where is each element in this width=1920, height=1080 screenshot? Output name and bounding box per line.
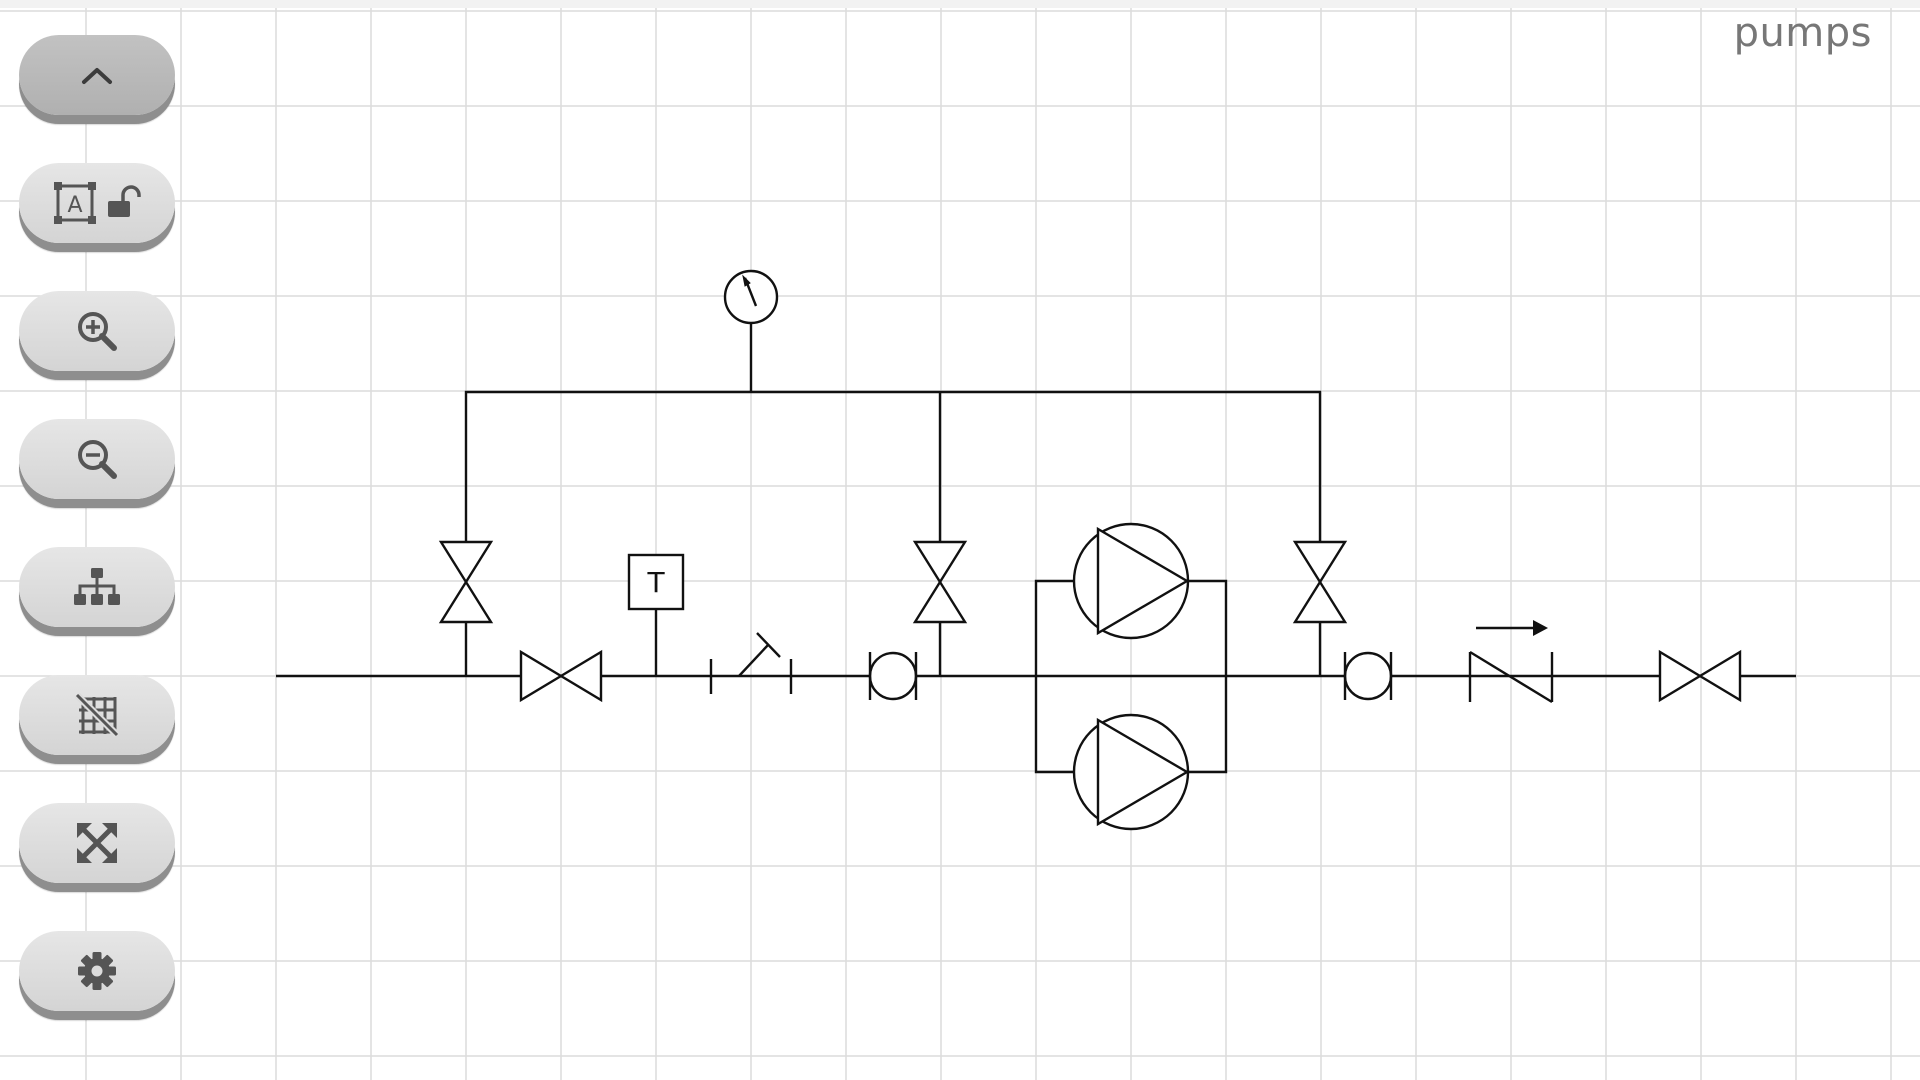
- zoom-in-button[interactable]: [19, 291, 175, 371]
- branch-valve-middle[interactable]: [912, 540, 968, 676]
- left-toolbar: A: [19, 35, 177, 1059]
- branch-valve-right[interactable]: [1292, 540, 1348, 676]
- zoom-out-button[interactable]: [19, 419, 175, 499]
- collapse-toolbar-button[interactable]: [19, 35, 175, 115]
- zoom-in-icon: [75, 309, 119, 353]
- check-valve-symbol[interactable]: [1468, 650, 1554, 704]
- flow-direction-arrow: [1476, 620, 1548, 636]
- text-box-icon: A: [53, 181, 97, 225]
- auto-layout-button[interactable]: [19, 547, 175, 627]
- zoom-out-icon: [75, 437, 119, 481]
- top-edge: [0, 0, 1920, 8]
- hierarchy-icon: [73, 566, 121, 608]
- branch-valve-left[interactable]: [438, 540, 494, 676]
- gate-valve-inlet[interactable]: [519, 649, 603, 703]
- chevron-up-icon: [79, 64, 115, 86]
- temperature-sensor-symbol[interactable]: [627, 553, 685, 676]
- grid-toggle-button[interactable]: [19, 675, 175, 755]
- text-lock-button[interactable]: A: [19, 163, 175, 243]
- svg-text:A: A: [67, 193, 82, 218]
- settings-button[interactable]: [19, 931, 175, 1011]
- pressure-gauge-symbol[interactable]: [723, 269, 779, 325]
- bypass-pipe[interactable]: [464, 390, 1322, 596]
- pump-2-symbol[interactable]: [1072, 713, 1190, 831]
- gear-icon: [75, 949, 119, 993]
- strainer-symbol[interactable]: [709, 632, 793, 694]
- unlock-icon: [105, 185, 141, 221]
- temperature-sensor-label: T: [646, 566, 665, 599]
- flex-connector-outlet[interactable]: [1343, 651, 1393, 701]
- gate-valve-outlet[interactable]: [1658, 649, 1742, 703]
- fit-to-screen-button[interactable]: [19, 803, 175, 883]
- expand-arrows-icon: [75, 821, 119, 865]
- pump-manifold-pipe[interactable]: [1034, 579, 1228, 774]
- grid-off-icon: [75, 693, 119, 737]
- flex-connector-inlet[interactable]: [868, 651, 918, 701]
- diagram-title[interactable]: pumps: [1733, 10, 1872, 56]
- pump-1-symbol[interactable]: [1072, 522, 1190, 640]
